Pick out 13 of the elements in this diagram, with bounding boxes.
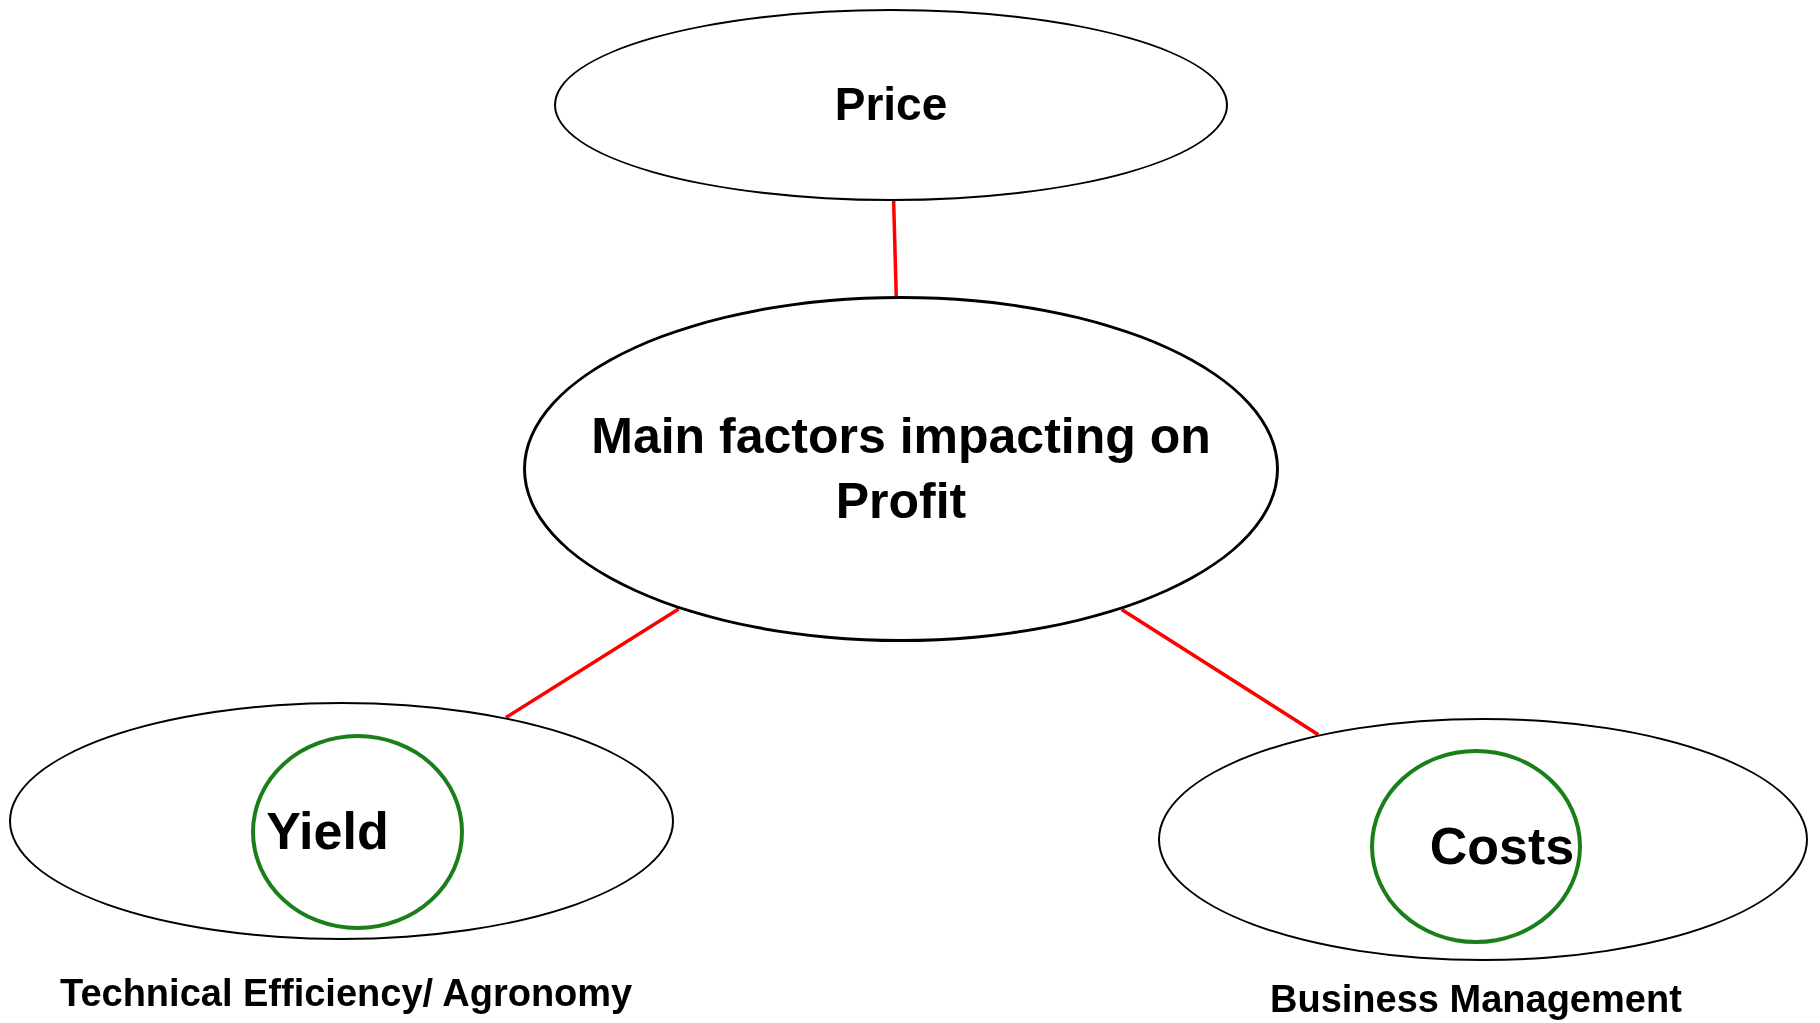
circle-node: [1370, 749, 1582, 944]
node-label: Price: [834, 77, 948, 133]
circle-node: [251, 734, 464, 930]
ellipse-node: [523, 296, 1279, 642]
ellipse-node: [554, 9, 1228, 201]
caption-label: Technical Efficiency/ Agronomy: [60, 972, 633, 1015]
connector-line: [504, 607, 680, 720]
node-label: Yield: [266, 801, 389, 863]
node-label: Main factors impacting on Profit: [590, 407, 1212, 531]
connector-line: [1120, 608, 1320, 737]
node-label: Costs: [1429, 815, 1575, 877]
connector-line: [891, 200, 898, 297]
caption-label: Business Management: [1270, 978, 1682, 1021]
